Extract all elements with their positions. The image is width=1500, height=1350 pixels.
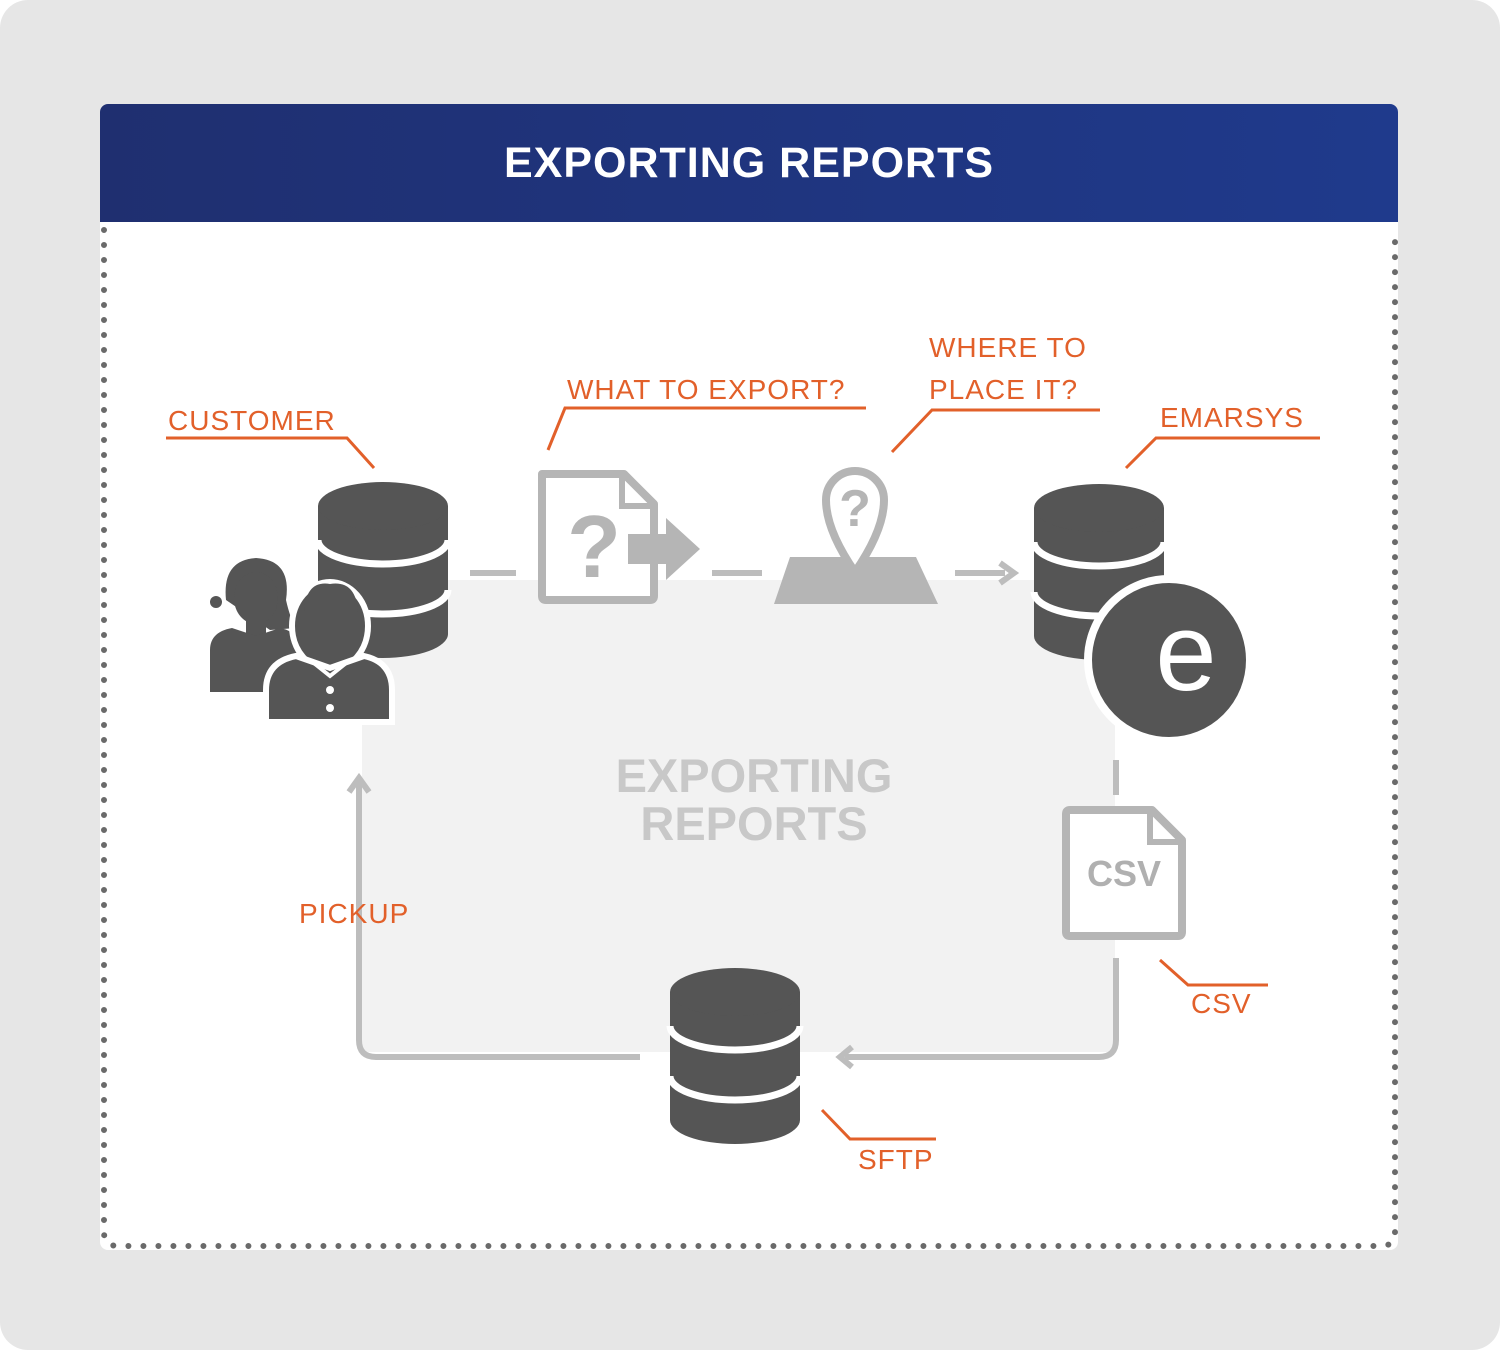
flow-connectors bbox=[346, 560, 1119, 1070]
csv-file-text: CSV bbox=[1087, 853, 1161, 894]
label-customer: CUSTOMER bbox=[168, 405, 336, 436]
pin-question-mark-icon: ? bbox=[839, 480, 871, 538]
center-title-line2: REPORTS bbox=[640, 797, 867, 850]
csv-file-icon: CSV bbox=[1062, 806, 1186, 940]
label-where-line2: PLACE IT? bbox=[929, 374, 1078, 405]
question-mark-icon: ? bbox=[567, 497, 621, 596]
sftp-database-icon bbox=[666, 968, 804, 1144]
label-sftp: SFTP bbox=[858, 1144, 934, 1175]
export-document-icon: ? bbox=[538, 470, 700, 604]
label-what-to-export: WHAT TO EXPORT? bbox=[567, 374, 845, 405]
customer-people-icon bbox=[210, 558, 395, 725]
emarsys-logo-letter: e bbox=[1155, 591, 1216, 714]
page-title: EXPORTING REPORTS bbox=[503, 138, 995, 187]
label-csv: CSV bbox=[1191, 988, 1252, 1019]
label-where-line1: WHERE TO bbox=[929, 332, 1087, 363]
callout-lines bbox=[166, 406, 1320, 1141]
label-emarsys: EMARSYS bbox=[1160, 402, 1304, 433]
dotted-border bbox=[101, 227, 1398, 1249]
center-title-line1: EXPORTING bbox=[616, 749, 893, 802]
title-bar: EXPORTING REPORTS bbox=[100, 104, 1398, 222]
label-pickup: PICKUP bbox=[299, 898, 409, 929]
map-pin-icon: ? bbox=[774, 467, 938, 604]
emarsys-logo-icon: e bbox=[1084, 575, 1254, 745]
